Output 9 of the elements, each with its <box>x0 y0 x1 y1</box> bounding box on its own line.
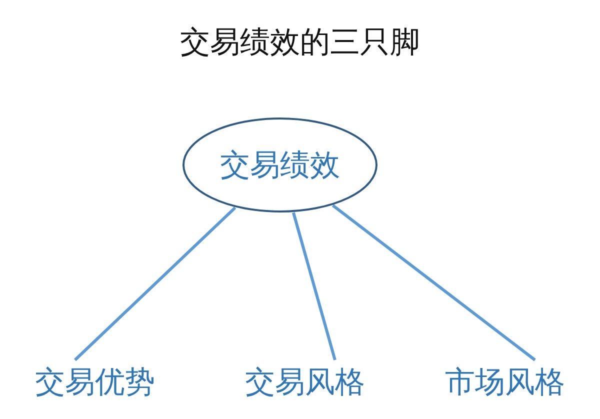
connector-line <box>292 212 336 360</box>
ellipse-node <box>182 117 378 213</box>
node-label: 交易风格 <box>245 364 365 402</box>
title: 交易绩效的三只脚 <box>179 24 421 62</box>
node-label: 市场风格 <box>445 364 565 402</box>
node-label: 交易优势 <box>35 364 155 402</box>
node-label: 交易绩效 <box>220 146 340 184</box>
connector-line <box>332 204 536 362</box>
connector-line <box>74 206 236 362</box>
